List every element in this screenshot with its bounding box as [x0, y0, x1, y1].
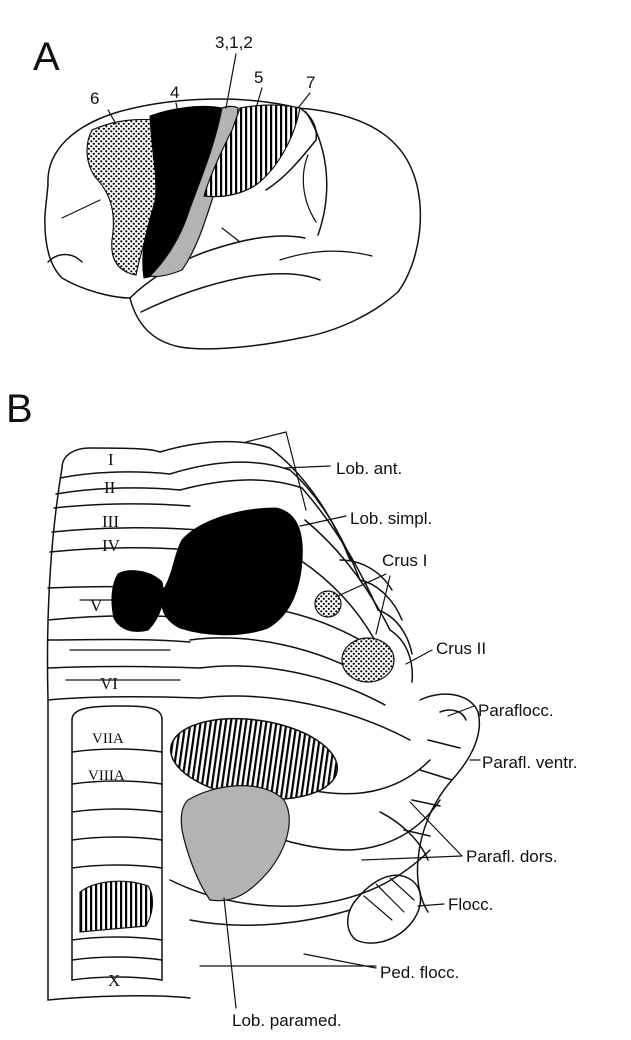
lob-simpl-black-large [162, 508, 303, 635]
lobule-label-vi: VI [100, 674, 118, 693]
label-area-5: 5 [254, 68, 263, 87]
leader-parafl-dors [362, 802, 462, 860]
vermis-viii-hatched [80, 881, 152, 932]
leader-6 [108, 110, 116, 124]
label-paraflocc: Paraflocc. [478, 701, 554, 720]
vermis-lower [48, 706, 190, 1000]
lobule-label-iii: III [102, 512, 119, 531]
label-crus-ii: Crus II [436, 639, 486, 658]
leader-7 [298, 93, 310, 108]
leader-flocc [418, 904, 444, 906]
label-area-4: 4 [170, 83, 179, 102]
label-ped-flocc: Ped. flocc. [380, 963, 459, 982]
crus-ii-stippled [342, 638, 394, 682]
label-crus-i: Crus I [382, 551, 427, 570]
label-lob-ant: Lob. ant. [336, 459, 402, 478]
lobule-label-i: I [108, 450, 114, 469]
label-area-312: 3,1,2 [215, 33, 253, 52]
lobule-label-v: V [90, 596, 103, 615]
label-area-7: 7 [306, 73, 315, 92]
temporal-lobe-edge [141, 274, 320, 312]
label-parafl-ventr: Parafl. ventr. [482, 753, 577, 772]
label-area-6: 6 [90, 89, 99, 108]
lobule-label-x: X [108, 971, 120, 990]
paraflocculus [380, 694, 479, 912]
sulcus-3 [222, 228, 240, 242]
lobule-label-viia: VIIA [92, 731, 124, 747]
frontal-pole-notch [48, 255, 82, 263]
crus-i-stippled [315, 591, 341, 617]
panel-a: A 6 4 3,1,2 5 7 [33, 33, 420, 349]
lob-paramed-gray [181, 786, 289, 901]
panel-a-letter: A [33, 35, 60, 79]
panel-b-letter: B [6, 387, 33, 431]
leader-crus-i [338, 574, 390, 634]
lobule-label-ii: II [104, 478, 116, 497]
label-parafl-dors: Parafl. dors. [466, 847, 558, 866]
flocculus [348, 875, 421, 943]
sulcus-4 [303, 155, 316, 222]
lobule-label-iv: IV [102, 536, 121, 555]
vermis-left-edge [48, 468, 62, 1000]
sulcus-1 [62, 200, 100, 218]
label-flocc: Flocc. [448, 895, 493, 914]
lobule-v-black-small [112, 571, 163, 632]
label-lob-simpl: Lob. simpl. [350, 509, 432, 528]
leader-paraflocc [448, 706, 474, 716]
leader-ped-flocc [200, 954, 376, 968]
leader-lob-paramed [224, 898, 236, 1008]
panel-b: B [6, 387, 577, 1030]
sulcus-2 [280, 251, 372, 260]
label-lob-paramed: Lob. paramed. [232, 1011, 342, 1030]
lobule-label-viiia: VIIIA [88, 768, 125, 784]
